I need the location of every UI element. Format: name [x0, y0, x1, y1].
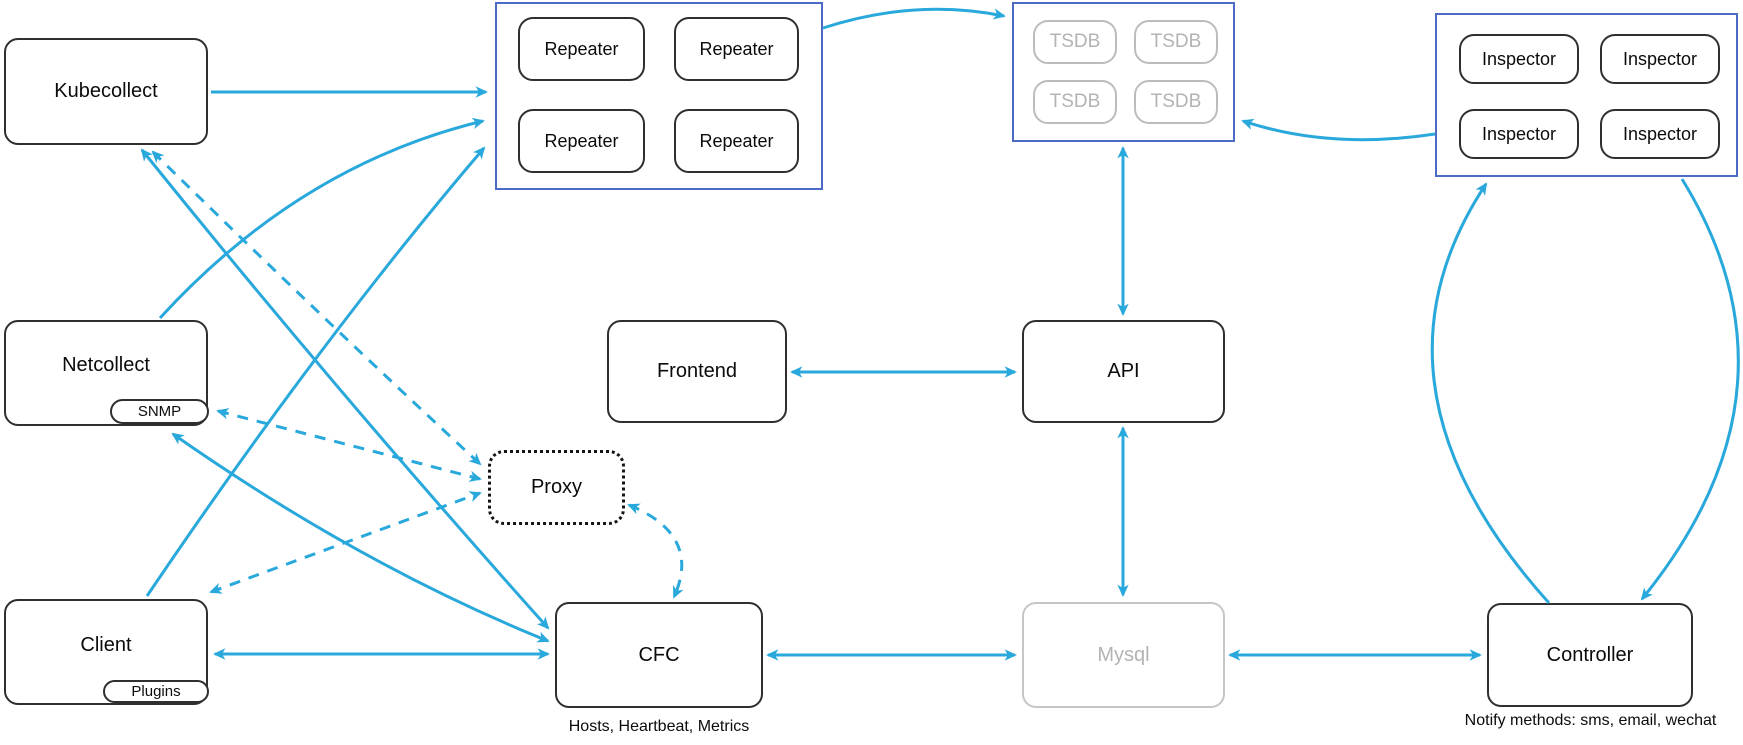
node-client: Client Plugins	[4, 599, 209, 705]
node-netcollect-label: Netcollect	[62, 353, 150, 376]
cluster-inspectors: Inspector Inspector Inspector Inspector	[1435, 13, 1738, 177]
cluster-repeaters: Repeater Repeater Repeater Repeater	[495, 2, 823, 190]
edge-netcollect-repeaters	[158, 117, 485, 320]
node-repeater-1: Repeater	[518, 17, 645, 81]
edge-inspectors-tsdb	[1241, 118, 1436, 142]
node-repeater-4: Repeater	[674, 109, 799, 173]
node-controller: Controller	[1487, 603, 1693, 707]
caption-controller: Notify methods: sms, email, wechat	[1464, 712, 1717, 729]
edge-proxy-cfc	[627, 503, 684, 599]
node-tsdb-2: TSDB	[1134, 20, 1218, 64]
node-repeater-3: Repeater	[518, 109, 645, 173]
edge-repeaters-tsdb	[822, 7, 1006, 30]
edge-client-proxy	[209, 491, 482, 594]
node-inspector-3: Inspector	[1459, 109, 1579, 159]
node-mysql: Mysql	[1022, 602, 1225, 708]
node-tsdb-4: TSDB	[1134, 80, 1218, 124]
node-kubecollect-label: Kubecollect	[54, 80, 158, 102]
badge-plugins: Plugins	[103, 680, 209, 703]
caption-cfc: Hosts, Heartbeat, Metrics	[568, 718, 750, 735]
node-tsdb-3: TSDB	[1033, 80, 1117, 124]
node-tsdb-1: TSDB	[1033, 20, 1117, 64]
node-frontend: Frontend	[607, 320, 787, 423]
node-netcollect: Netcollect SNMP	[4, 320, 209, 426]
node-client-label: Client	[80, 633, 132, 656]
edge-inspectors-controller	[1640, 178, 1740, 601]
node-cfc: CFC	[555, 602, 763, 708]
node-kubecollect: Kubecollect	[4, 38, 208, 145]
node-inspector-2: Inspector	[1600, 34, 1720, 84]
cluster-tsdb: TSDB TSDB TSDB TSDB	[1012, 2, 1235, 142]
node-proxy: Proxy	[488, 450, 625, 525]
edge-controller-inspectors	[1430, 182, 1551, 605]
node-api: API	[1022, 320, 1225, 423]
node-inspector-4: Inspector	[1600, 109, 1720, 159]
badge-snmp: SNMP	[110, 399, 209, 424]
node-inspector-1: Inspector	[1459, 34, 1579, 84]
node-repeater-2: Repeater	[674, 17, 799, 81]
edge-netcollect-proxy	[216, 408, 482, 482]
